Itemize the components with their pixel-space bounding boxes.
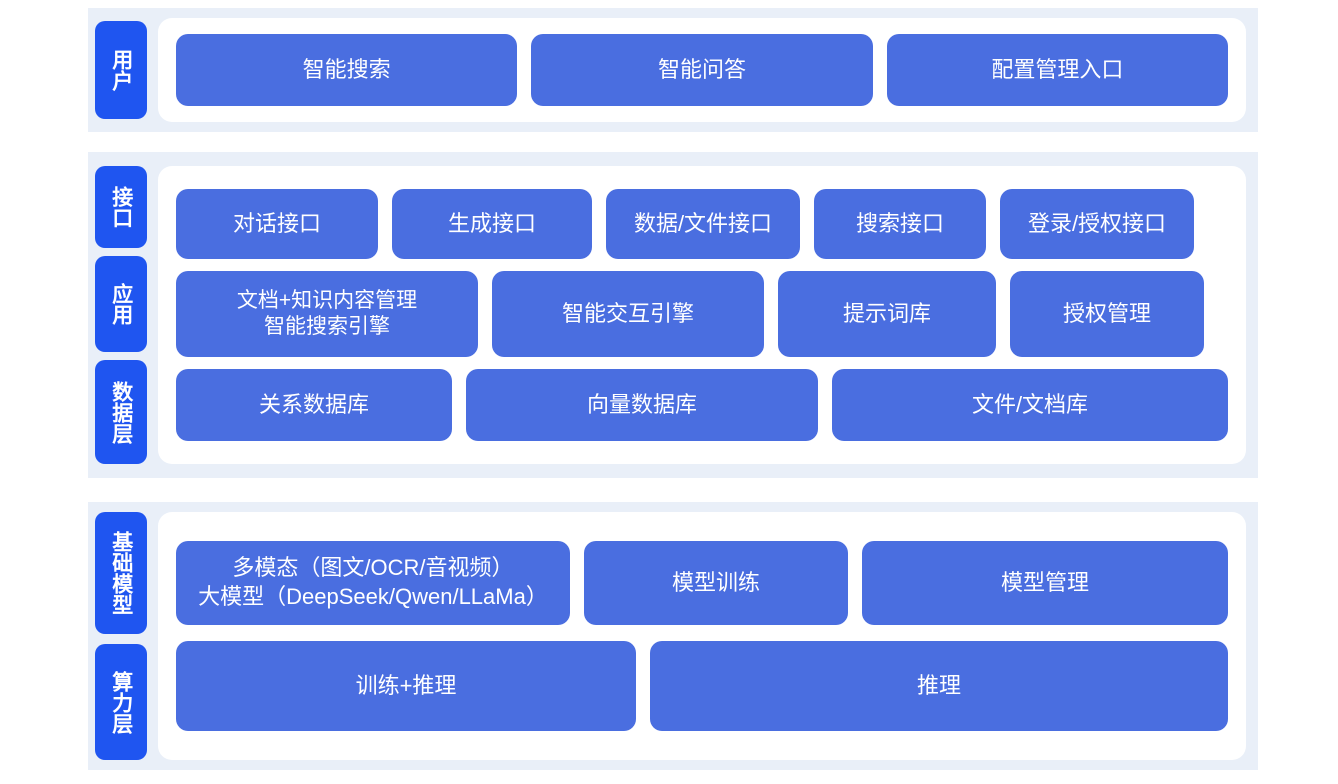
section-user-layer: 用户 智能搜索 智能问答 配置管理入口 — [88, 8, 1258, 132]
box-model-training[interactable]: 模型训练 — [584, 541, 848, 625]
box-config-management-entry[interactable]: 配置管理入口 — [886, 34, 1228, 106]
box-login-auth-api[interactable]: 登录/授权接口 — [1000, 189, 1194, 259]
box-search-api[interactable]: 搜索接口 — [814, 189, 986, 259]
box-relational-database[interactable]: 关系数据库 — [176, 369, 452, 441]
tag-column-middle: 接口 应用 数据层 — [88, 152, 154, 478]
row-interface: 对话接口 生成接口 数据/文件接口 搜索接口 登录/授权接口 — [176, 189, 1228, 259]
row-user-entries: 智能搜索 智能问答 配置管理入口 — [176, 34, 1228, 106]
row-compute-power: 训练+推理 推理 — [176, 641, 1228, 731]
box-document-knowledge-management[interactable]: 文档+知识内容管理 智能搜索引擎 — [176, 271, 478, 357]
card-user-layer: 智能搜索 智能问答 配置管理入口 — [158, 18, 1246, 122]
box-multimodal-large-model[interactable]: 多模态（图文/OCR/音视频） 大模型（DeepSeek/Qwen/LLaMa） — [176, 541, 570, 625]
box-smart-interaction-engine[interactable]: 智能交互引擎 — [492, 271, 764, 357]
layer-tag-application[interactable]: 应用 — [95, 256, 147, 352]
box-prompt-library[interactable]: 提示词库 — [778, 271, 996, 357]
row-data-layer: 关系数据库 向量数据库 文件/文档库 — [176, 369, 1228, 441]
box-training-and-inference[interactable]: 训练+推理 — [176, 641, 636, 731]
box-inference[interactable]: 推理 — [650, 641, 1228, 731]
box-generate-api[interactable]: 生成接口 — [392, 189, 592, 259]
layer-tag-user[interactable]: 用户 — [95, 21, 147, 119]
row-application: 文档+知识内容管理 智能搜索引擎 智能交互引擎 提示词库 授权管理 — [176, 271, 1228, 357]
box-vector-database[interactable]: 向量数据库 — [466, 369, 818, 441]
tag-column-base: 基础模型 算力层 — [88, 502, 154, 770]
section-foundation-model-compute: 基础模型 算力层 多模态（图文/OCR/音视频） 大模型（DeepSeek/Qw… — [88, 502, 1258, 770]
box-data-file-api[interactable]: 数据/文件接口 — [606, 189, 800, 259]
box-smart-qa[interactable]: 智能问答 — [531, 34, 873, 106]
row-foundation-models: 多模态（图文/OCR/音视频） 大模型（DeepSeek/Qwen/LLaMa）… — [176, 541, 1228, 625]
layer-tag-data[interactable]: 数据层 — [95, 360, 147, 464]
layer-tag-interface[interactable]: 接口 — [95, 166, 147, 248]
section-interface-application-data: 接口 应用 数据层 对话接口 生成接口 数据/文件接口 搜索接口 登录/授权接口… — [88, 152, 1258, 478]
card-base-layers: 多模态（图文/OCR/音视频） 大模型（DeepSeek/Qwen/LLaMa）… — [158, 512, 1246, 760]
box-model-management[interactable]: 模型管理 — [862, 541, 1228, 625]
layer-tag-foundation-model[interactable]: 基础模型 — [95, 512, 147, 634]
box-file-document-store[interactable]: 文件/文档库 — [832, 369, 1228, 441]
box-smart-search[interactable]: 智能搜索 — [176, 34, 518, 106]
box-authorization-management[interactable]: 授权管理 — [1010, 271, 1204, 357]
card-middle-layers: 对话接口 生成接口 数据/文件接口 搜索接口 登录/授权接口 文档+知识内容管理… — [158, 166, 1246, 464]
tag-column-user: 用户 — [88, 8, 154, 132]
box-dialog-api[interactable]: 对话接口 — [176, 189, 378, 259]
layer-tag-compute-power[interactable]: 算力层 — [95, 644, 147, 760]
